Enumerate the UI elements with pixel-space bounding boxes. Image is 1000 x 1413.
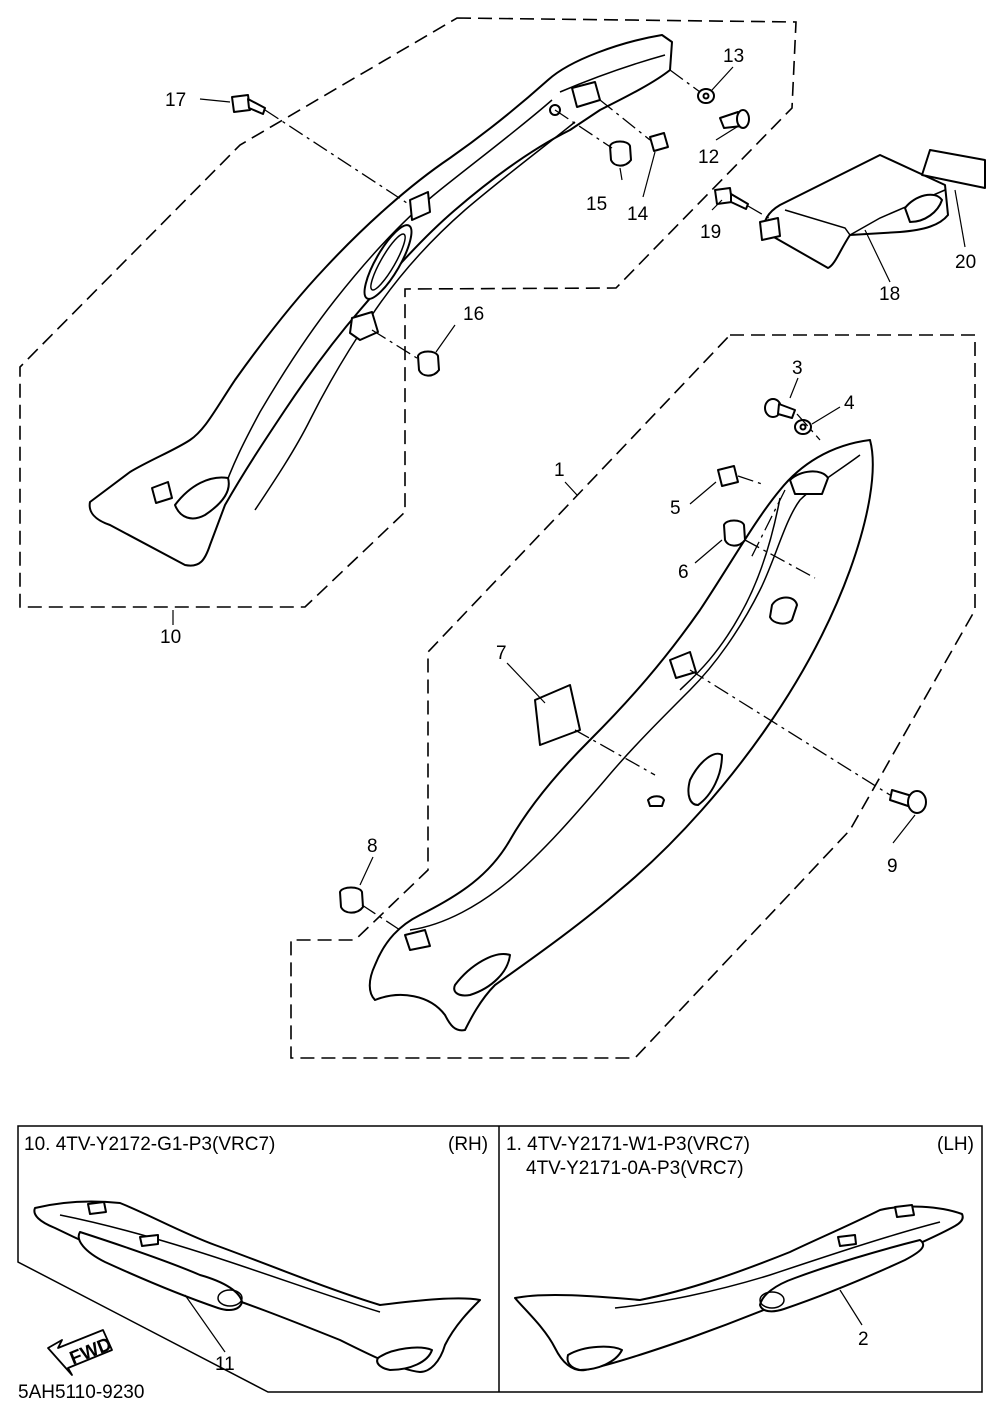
rh-part-number: 10. 4TV-Y2172-G1-P3(VRC7) — [24, 1134, 275, 1155]
callout-12: 12 — [698, 147, 719, 168]
callout-6: 6 — [678, 562, 689, 583]
sticker-20 — [921, 149, 986, 189]
damper-near-16 — [349, 311, 379, 341]
washer-4 — [794, 419, 812, 435]
callout-5: 5 — [670, 498, 681, 519]
callout-19: 19 — [700, 222, 721, 243]
callout-3: 3 — [792, 358, 803, 379]
clip-5 — [717, 465, 739, 487]
bolt-17 — [231, 94, 266, 115]
screw-12 — [719, 109, 750, 129]
side-cover-lh-variant — [514, 1204, 964, 1372]
legend-box — [17, 1125, 983, 1393]
callout-16: 16 — [463, 304, 484, 325]
label-7 — [534, 684, 581, 746]
callout-18: 18 — [879, 284, 900, 305]
callout-1: 1 — [554, 460, 565, 481]
callout-7: 7 — [496, 643, 507, 664]
clip-14 — [649, 132, 669, 152]
side-cover-lh — [368, 439, 874, 1032]
lh-part-number-1: 1. 4TV-Y2171-W1-P3(VRC7) — [506, 1134, 750, 1155]
callout-9: 9 — [887, 856, 898, 877]
diagram-code: 5AH5110-9230 — [18, 1382, 144, 1403]
side-cover-rh-variant — [33, 1200, 481, 1373]
tail-cover-18 — [759, 154, 949, 269]
callout-11: 11 — [215, 1354, 235, 1375]
callout-14: 14 — [627, 204, 649, 225]
callout-2: 2 — [858, 1329, 869, 1350]
callout-4: 4 — [844, 393, 855, 414]
side-cover-rh — [88, 34, 673, 567]
fwd-arrow-icon: FWD — [47, 1329, 115, 1376]
group-boundary-10 — [19, 17, 797, 608]
bolt-19 — [714, 187, 749, 210]
lh-side-label: (LH) — [937, 1134, 974, 1155]
grommet-8 — [339, 886, 364, 914]
bolt-9 — [889, 789, 927, 814]
grommet-16 — [417, 350, 440, 377]
screw-3 — [764, 398, 796, 419]
group-boundary-1 — [290, 334, 976, 1059]
lh-part-number-2: 4TV-Y2171-0A-P3(VRC7) — [526, 1158, 744, 1179]
callout-13: 13 — [723, 46, 744, 67]
nut-13 — [697, 88, 715, 104]
callout-15: 15 — [586, 194, 607, 215]
grommet-6 — [723, 519, 746, 547]
rh-side-label: (RH) — [448, 1134, 488, 1155]
grommet-15 — [609, 140, 632, 167]
callout-17: 17 — [165, 90, 186, 111]
callout-20: 20 — [955, 252, 976, 273]
callout-8: 8 — [367, 836, 378, 857]
callout-10: 10 — [160, 627, 181, 648]
